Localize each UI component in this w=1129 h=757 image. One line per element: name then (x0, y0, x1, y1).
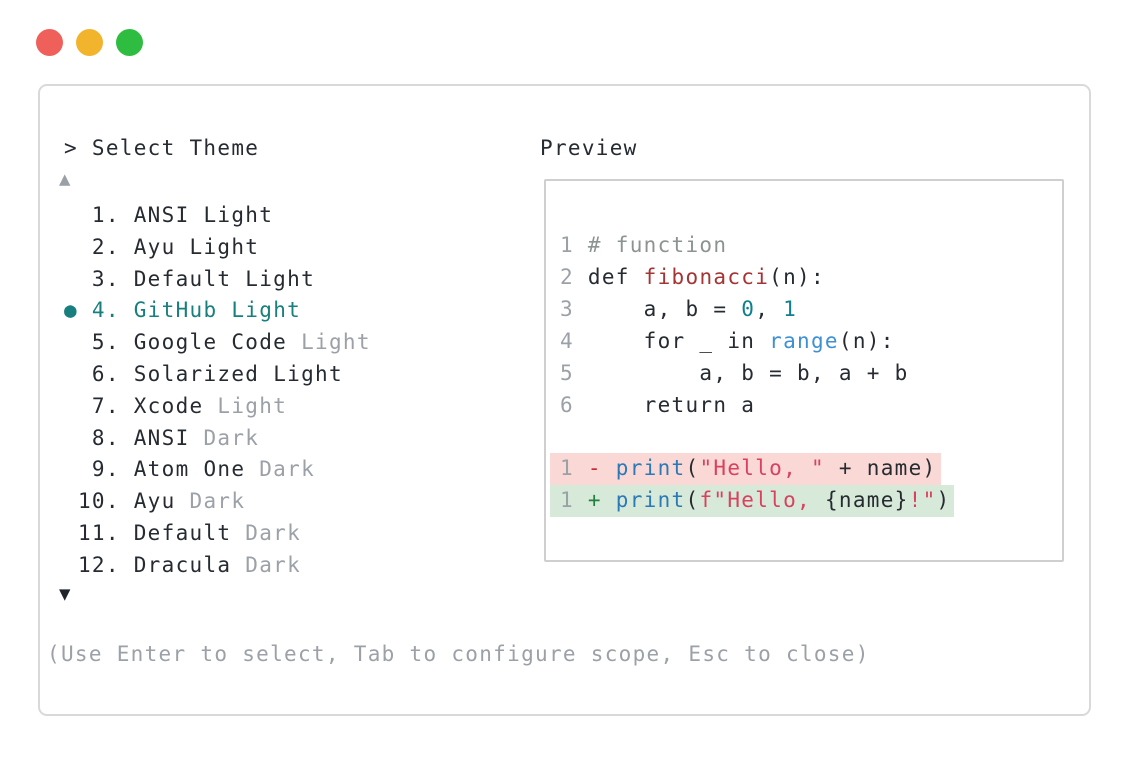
theme-item-number: 5. (77, 330, 134, 355)
theme-item-variant: Light (245, 266, 316, 291)
theme-list-item-ansi-light[interactable]: 1. ANSI Light (64, 200, 371, 232)
theme-list-item-dracula-dark[interactable]: 12. Dracula Dark (64, 550, 371, 582)
theme-item-name: Default (133, 520, 232, 545)
theme-item-name: Solarized (133, 361, 260, 386)
theme-item-variant: Light (189, 234, 260, 259)
theme-item-name: Dracula (133, 552, 232, 577)
theme-item-name: Default (133, 266, 232, 291)
hint-text: (Use Enter to select, Tab to configure s… (47, 642, 870, 666)
code-preview: 1 # function 2 def fibonacci(n): 3 a, b = … (546, 181, 1062, 518)
theme-item-number: 9. (77, 457, 134, 482)
theme-picker-window: > Select Theme Preview ▲ 1. ANSI Light 2… (38, 84, 1091, 716)
theme-item-number: 7. (77, 393, 134, 418)
theme-list-item-github-light[interactable]: ● 4. GitHub Light (64, 295, 371, 327)
theme-item-variant: Dark (245, 520, 302, 545)
scroll-up-icon[interactable]: ▲ (59, 168, 71, 190)
theme-item-number: 8. (77, 425, 134, 450)
code-line: 5 a, b = b, a + b (560, 360, 909, 385)
theme-item-variant: Dark (259, 457, 316, 482)
theme-list-item-ayu-dark[interactable]: 10. Ayu Dark (64, 486, 371, 518)
diff-added-line: 1 + print(f"Hello, {name}!") (550, 485, 955, 518)
theme-item-number: 10. (77, 489, 134, 514)
code-line: 3 a, b = 0, 1 (560, 296, 798, 321)
code-line: 6 return a (560, 392, 756, 417)
theme-list-item-atom-one-dark[interactable]: 9. Atom One Dark (64, 454, 371, 486)
line-number: 5 (560, 360, 588, 385)
code-line: 1 # function (560, 233, 728, 257)
theme-item-name: Atom One (133, 457, 246, 482)
line-number: 6 (560, 392, 588, 417)
line-number: 3 (560, 296, 588, 321)
selected-bullet-icon: ● (64, 298, 78, 323)
theme-list-item-ansi-dark[interactable]: 8. ANSI Dark (64, 423, 371, 455)
theme-list: 1. ANSI Light 2. Ayu Light 3. Default Li… (64, 200, 371, 582)
theme-item-name: ANSI (133, 203, 190, 227)
theme-item-number: 3. (77, 266, 134, 291)
theme-item-name: Google Code (133, 330, 288, 355)
theme-item-variant: Light (231, 298, 302, 323)
line-number: 2 (560, 264, 588, 289)
theme-item-name: Xcode (133, 393, 204, 418)
theme-list-item-default-dark[interactable]: 11. Default Dark (64, 518, 371, 550)
scroll-down-icon[interactable]: ▼ (59, 583, 71, 605)
theme-item-name: ANSI (133, 425, 190, 450)
theme-item-number: 4. (77, 298, 134, 323)
theme-list-item-ayu-light[interactable]: 2. Ayu Light (64, 232, 371, 264)
theme-list-item-xcode-light[interactable]: 7. Xcode Light (64, 391, 371, 423)
theme-item-variant: Light (217, 393, 288, 418)
line-number: 1 (560, 456, 588, 481)
theme-item-variant: Dark (203, 425, 260, 450)
window-controls (36, 29, 143, 56)
theme-list-item-google-code-light[interactable]: 5. Google Code Light (64, 327, 371, 359)
select-theme-title: > Select Theme (64, 136, 260, 160)
code-line: 4 for _ in range(n): (560, 328, 895, 353)
theme-item-variant: Light (273, 361, 343, 386)
theme-item-number: 1. (77, 203, 134, 227)
close-button-icon[interactable] (36, 29, 63, 56)
theme-item-variant: Light (203, 203, 274, 227)
code-line: 2 def fibonacci(n): (560, 264, 825, 289)
theme-item-name: Ayu (133, 234, 176, 259)
preview-title: Preview (540, 136, 638, 160)
code-line (550, 421, 578, 453)
theme-item-number: 11. (77, 520, 134, 545)
theme-list-item-default-light[interactable]: 3. Default Light (64, 264, 371, 296)
line-number: 1 (560, 233, 588, 257)
minimize-button-icon[interactable] (76, 29, 103, 56)
theme-item-name: Ayu (133, 489, 176, 514)
theme-item-number: 2. (77, 234, 134, 259)
theme-item-number: 6. (77, 361, 134, 386)
preview-panel: 1 # function 2 def fibonacci(n): 3 a, b = … (544, 179, 1064, 562)
theme-item-variant: Dark (189, 489, 246, 514)
theme-item-number: 12. (77, 552, 134, 577)
theme-item-name: GitHub (133, 298, 218, 323)
theme-item-variant: Dark (245, 552, 302, 577)
theme-item-variant: Light (301, 330, 371, 355)
theme-list-item-solarized-light[interactable]: 6. Solarized Light (64, 359, 371, 391)
line-number: 1 (560, 488, 588, 513)
zoom-button-icon[interactable] (116, 29, 143, 56)
line-number: 4 (560, 328, 588, 353)
diff-removed-line: 1 - print("Hello, " + name) (550, 453, 941, 486)
